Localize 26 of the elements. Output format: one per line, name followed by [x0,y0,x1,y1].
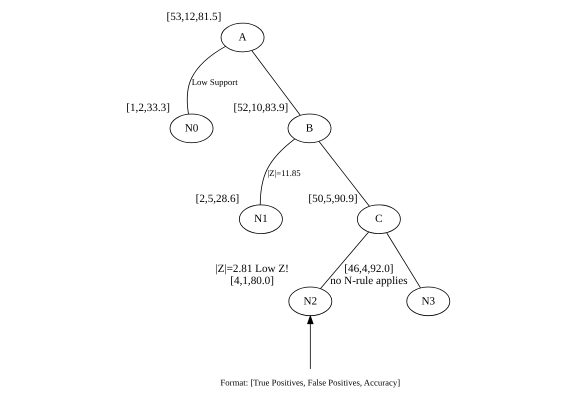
edge-label: |Z|=11.85 [267,168,301,178]
node-label: [1,2,33.3] [126,102,170,114]
node-label: [53,12,81.5] [166,11,222,24]
node-ellipse: N1 [238,204,283,234]
edge-label: Low Support [192,77,238,88]
node-ellipse: N2 [288,286,332,316]
arrow [306,314,314,370]
node-ellipse: N3 [406,286,450,316]
connector [386,232,421,288]
node-label: no N-rule applies [330,274,408,287]
node-label: [4,1,80.0] [230,274,274,287]
node-ellipse: N0 [170,114,214,144]
connector [260,138,296,206]
node-label: [46,4,92.0] [344,263,394,276]
connector [251,50,301,116]
node-label: [2,5,28.6] [196,192,240,205]
node-label: |Z|=2.81 Low Z! [215,263,289,276]
connector [186,46,226,114]
node-ellipse: B [288,114,332,144]
node-label: [50,5,90.9] [308,192,358,205]
node-ellipse: C [356,204,401,234]
connector [320,232,370,290]
connector [318,141,370,207]
node-label: [52,10,83.9] [234,102,288,114]
node-text: Format: [True Positives, False Positives, Accuracy] [220,378,400,388]
node-ellipse: A [220,22,264,52]
